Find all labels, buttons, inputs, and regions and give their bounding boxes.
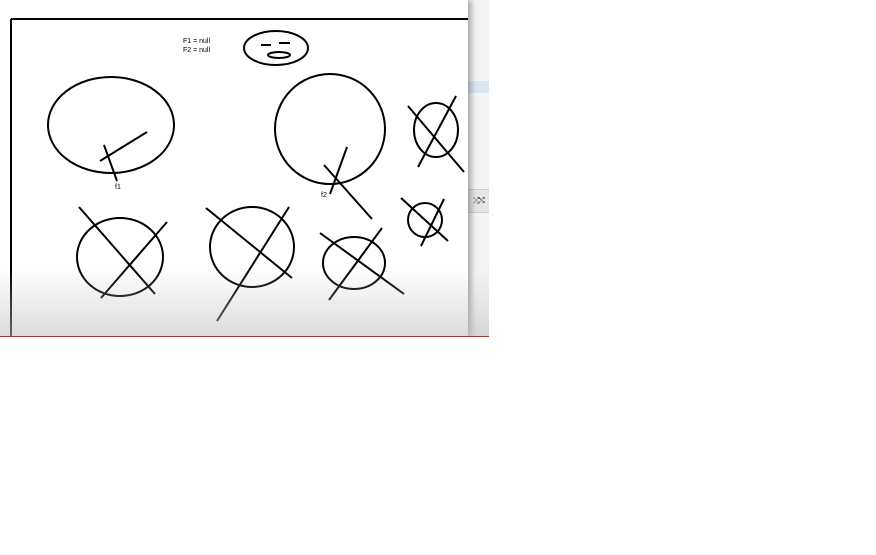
note-f1: F1 = null [183,38,210,45]
side-panel-tab[interactable] [468,81,489,93]
board-frame [10,18,468,337]
side-panel [468,0,489,337]
shuffle-icon[interactable]: ⤮⤭ [468,189,489,213]
crossed-circle-bottom-3 [319,227,405,301]
crossed-circle-right-small [400,197,449,247]
crossed-circle-bottom-2 [205,206,295,322]
video-player[interactable]: ⤮⤭ F1 = null F2 = null [0,0,489,337]
crossed-circle-bottom-1 [76,206,168,299]
progress-bar[interactable] [0,336,489,337]
meh-face-icon [243,30,309,66]
circle-f2 [274,73,386,220]
crossed-circle-right-top [407,95,465,173]
whiteboard-canvas: F1 = null F2 = null f1 f2 [0,0,468,337]
label-f1: f1 [115,184,121,191]
label-f2: f2 [321,192,327,199]
whiteboard-drawing: F1 = null F2 = null f1 f2 [10,18,468,337]
circle-f1 [47,76,175,182]
note-f2: F2 = null [183,47,210,54]
